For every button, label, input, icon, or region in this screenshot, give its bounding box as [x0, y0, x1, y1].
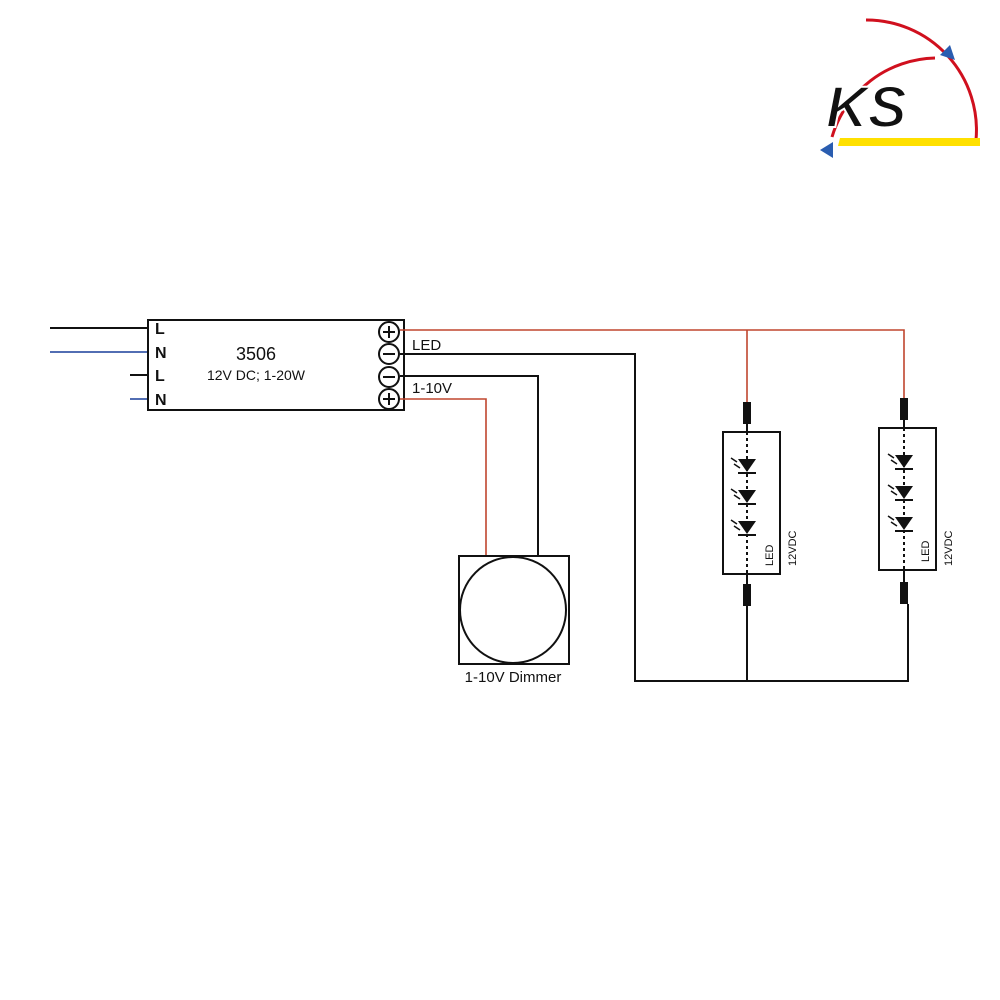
led-module-2: LED 12VDC: [878, 398, 955, 604]
connector-bottom: [900, 582, 908, 604]
led-diode-icon: [730, 488, 756, 505]
terminal-n2: N: [155, 392, 167, 409]
output-terminal-plus-1: [378, 321, 400, 343]
control-output-label: 1-10V: [412, 380, 452, 397]
led-output-label: LED: [412, 337, 441, 354]
connector-top: [900, 398, 908, 420]
led-module-1: LED 12VDC: [722, 402, 799, 606]
module-label: LED: [920, 541, 932, 562]
driver-box: [147, 319, 405, 411]
module-label: LED: [764, 545, 776, 566]
led-negative-wire: [400, 353, 909, 682]
output-terminal-minus-1: [378, 343, 400, 365]
dimmer: 1-10V Dimmer: [458, 555, 570, 686]
control-minus-wire: [400, 375, 539, 556]
led-diode-icon: [887, 453, 913, 470]
driver-unit: L N L N 3506 12V DC; 1-20W: [147, 319, 405, 411]
led-positive-wire: [400, 329, 905, 398]
output-terminal-minus-2: [378, 366, 400, 388]
module-voltage: 12VDC: [787, 530, 799, 566]
connector-bottom: [743, 584, 751, 606]
terminal-l2: L: [155, 368, 165, 385]
led-diode-icon: [730, 457, 756, 474]
dimmer-knob: [459, 556, 567, 664]
driver-spec: 12V DC; 1-20W: [207, 367, 306, 383]
control-plus-wire: [400, 398, 487, 556]
connector-top: [743, 402, 751, 424]
input-wires: [50, 327, 148, 400]
terminal-l1: L: [155, 321, 165, 338]
led-diode-icon: [887, 484, 913, 501]
module-voltage: 12VDC: [943, 530, 955, 566]
led-diode-icon: [887, 515, 913, 532]
dimmer-label: 1-10V Dimmer: [465, 669, 562, 686]
ks-logo: KS: [820, 18, 980, 158]
driver-model: 3506: [236, 344, 276, 364]
logo-text: KS: [826, 75, 907, 140]
led-diode-icon: [730, 519, 756, 536]
terminal-n1: N: [155, 345, 167, 362]
output-terminal-plus-2: [378, 388, 400, 410]
